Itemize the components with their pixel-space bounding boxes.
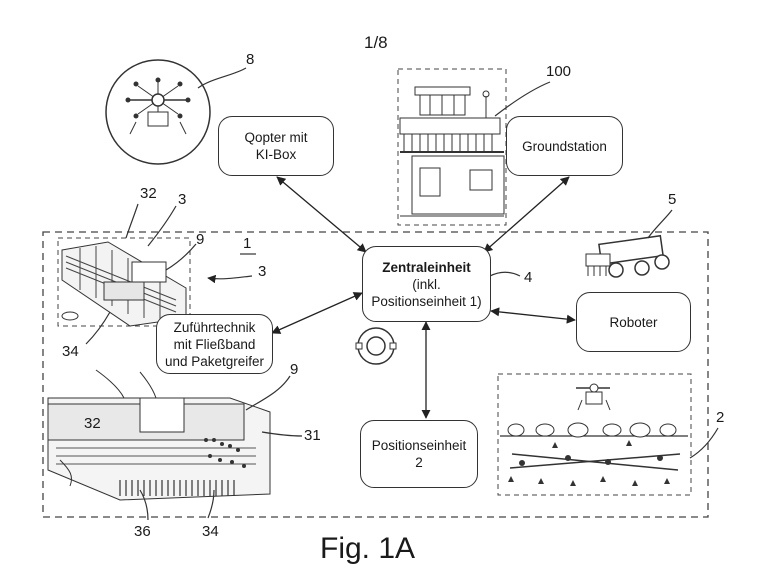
ref-numeral-9-bottom: 9 [290, 362, 298, 378]
arrow-central-feeder [272, 293, 362, 333]
position2-line1: Positionseinheit [372, 437, 467, 454]
ref-numeral-4: 4 [524, 270, 532, 286]
figure-caption: Fig. 1A [320, 532, 415, 566]
ref-numeral-1: 1 [243, 236, 251, 252]
groundstation-box: Groundstation [506, 116, 623, 176]
ref-numeral-36: 36 [134, 524, 151, 540]
arrow-central-robot [491, 311, 575, 320]
robot-box: Roboter [576, 292, 691, 352]
conveyor-illustration-top [58, 238, 190, 326]
robot-label: Roboter [609, 314, 657, 331]
position-unit-2-box: Positionseinheit 2 [360, 420, 478, 488]
feeder-line2: mit Fließband [174, 336, 256, 353]
conveyor-illustration-bottom [48, 370, 270, 500]
groundstation-label: Groundstation [522, 138, 607, 155]
ref-numeral-34-bottom: 34 [202, 524, 219, 540]
robot-illustration [586, 236, 669, 277]
drone-illustration [106, 60, 210, 164]
feeder-line1: Zuführtechnik [174, 319, 256, 336]
ref-numeral-8: 8 [246, 52, 254, 68]
ref-numeral-31: 31 [304, 428, 321, 444]
groundstation-illustration [398, 69, 506, 225]
ref-numeral-2: 2 [716, 410, 724, 426]
central-unit-title: Zentraleinheit [382, 259, 471, 276]
ref-numeral-3-top: 3 [178, 192, 186, 208]
ref-numeral-5: 5 [668, 192, 676, 208]
ref-numeral-3-mid: 3 [258, 264, 266, 280]
qopter-label-line1: Qopter mit [244, 129, 307, 146]
page-number: 1/8 [364, 33, 388, 53]
ref-numeral-34-top: 34 [62, 344, 79, 360]
field-illustration [498, 374, 691, 495]
feeder-box: Zuführtechnik mit Fließband und Paketgre… [156, 314, 273, 374]
central-unit-line3: Positionseinheit 1) [371, 293, 481, 310]
feeder-line3: und Paketgreifer [165, 353, 264, 370]
ring-element [356, 328, 396, 364]
central-unit-line2: (inkl. [412, 276, 441, 293]
qopter-box: Qopter mit KI-Box [218, 116, 334, 176]
position2-line2: 2 [415, 454, 423, 471]
ref-numeral-9-top: 9 [196, 232, 204, 248]
arrow-qopter-central [277, 177, 366, 252]
ref-numeral-100: 100 [546, 64, 571, 80]
central-unit-box: Zentraleinheit (inkl. Positionseinheit 1… [362, 246, 491, 322]
qopter-label-line2: KI-Box [256, 146, 297, 163]
ref-numeral-32-top: 32 [140, 186, 157, 202]
ref-numeral-32-bottom: 32 [84, 416, 101, 432]
